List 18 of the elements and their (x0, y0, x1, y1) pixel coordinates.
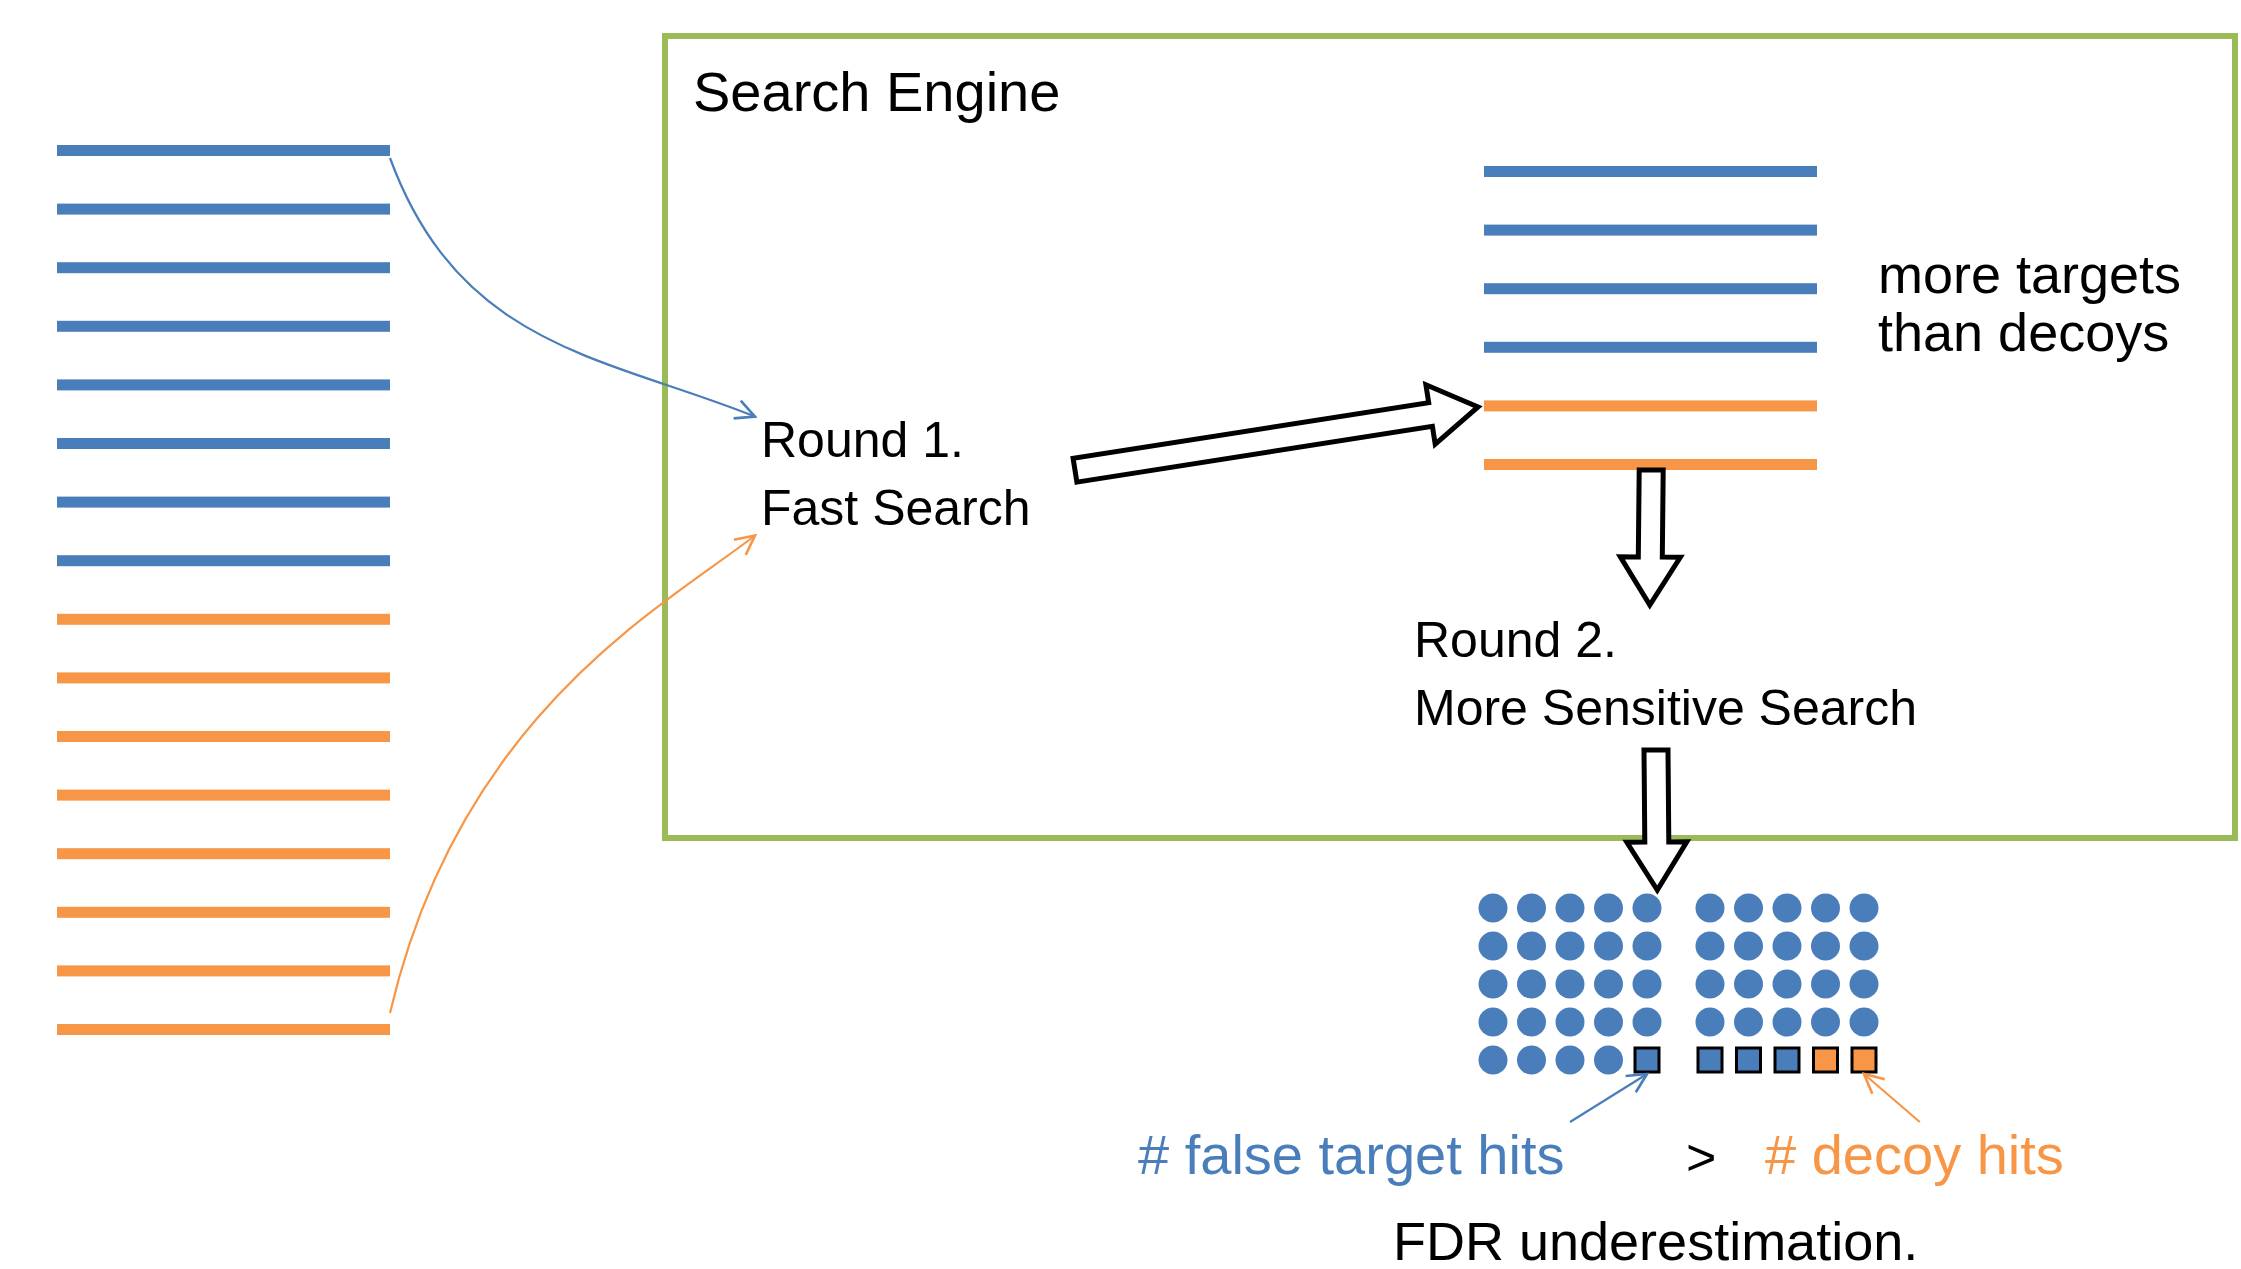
leader-line (1862, 1072, 1921, 1123)
hit-count-text: # false target hits (1138, 1122, 1565, 1187)
block-arrow (1622, 747, 1692, 895)
search-engine-box (662, 33, 2238, 841)
block-arrow (1615, 467, 1685, 610)
box-title: Search Engine (693, 59, 1061, 124)
conclusion-text: FDR underestimation. (1393, 1210, 1919, 1269)
block-arrow (1070, 380, 1483, 485)
process-text: Round 2. (1414, 611, 1617, 669)
annotation-text: more targets than decoys (1878, 245, 2183, 361)
process-text: More Sensitive Search (1414, 679, 1917, 737)
process-text: Fast Search (761, 479, 1031, 537)
arrow (389, 157, 757, 421)
process-text: Round 1. (761, 411, 964, 469)
arrow (388, 534, 757, 1014)
hit-count-text: # decoy hits (1765, 1122, 2064, 1187)
leader-line (1569, 1072, 1649, 1123)
comparison-sign: > (1686, 1127, 1717, 1187)
